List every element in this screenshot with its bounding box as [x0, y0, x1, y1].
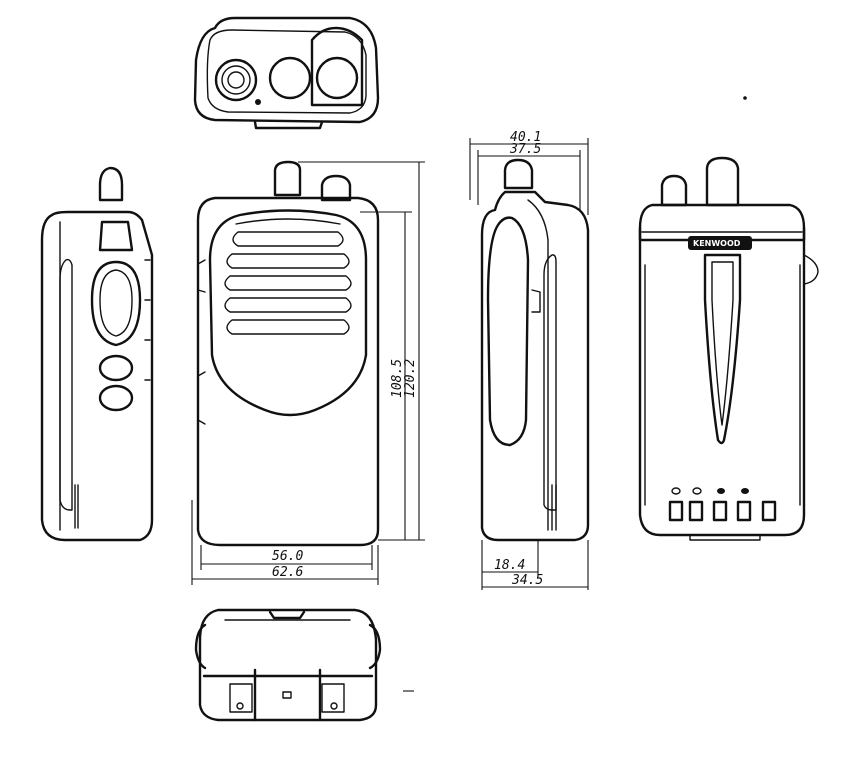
side-dimensions: 40.1 37.5 18.4 34.5 [470, 130, 588, 590]
front-view [198, 162, 378, 545]
volume-knob-front [275, 162, 300, 195]
side-button-2 [100, 386, 132, 410]
battery-contact-2 [690, 502, 702, 520]
belt-clip [705, 255, 740, 443]
ptt-button-side [92, 262, 140, 345]
channel-knob-top [270, 58, 310, 98]
kenwood-logo-text: KENWOOD [693, 239, 741, 248]
front-dimensions: 56.0 62.6 108.5 120.2 [192, 162, 425, 585]
dim-depth-inner: 18.4 [494, 558, 525, 573]
left-side-view [42, 168, 152, 540]
dim-front-outer-width: 62.6 [272, 565, 303, 580]
dim-front-inner-width: 56.0 [272, 549, 303, 564]
bottom-view [196, 610, 380, 720]
scan-marks [403, 96, 747, 691]
antenna-front [322, 176, 350, 200]
side-button-1 [100, 356, 132, 380]
antenna-base-top [317, 58, 357, 98]
back-view: KENWOOD [640, 158, 818, 540]
dim-top-inner-width: 37.5 [509, 142, 541, 157]
battery-contact-5 [763, 502, 775, 520]
right-side-view [482, 160, 588, 540]
battery-contact-1 [670, 502, 682, 520]
top-view [195, 18, 378, 128]
battery-contact-4 [738, 502, 750, 520]
dim-height-total: 120.2 [403, 359, 418, 398]
dim-depth-outer: 34.5 [511, 573, 543, 588]
battery-contact-3 [714, 502, 726, 520]
